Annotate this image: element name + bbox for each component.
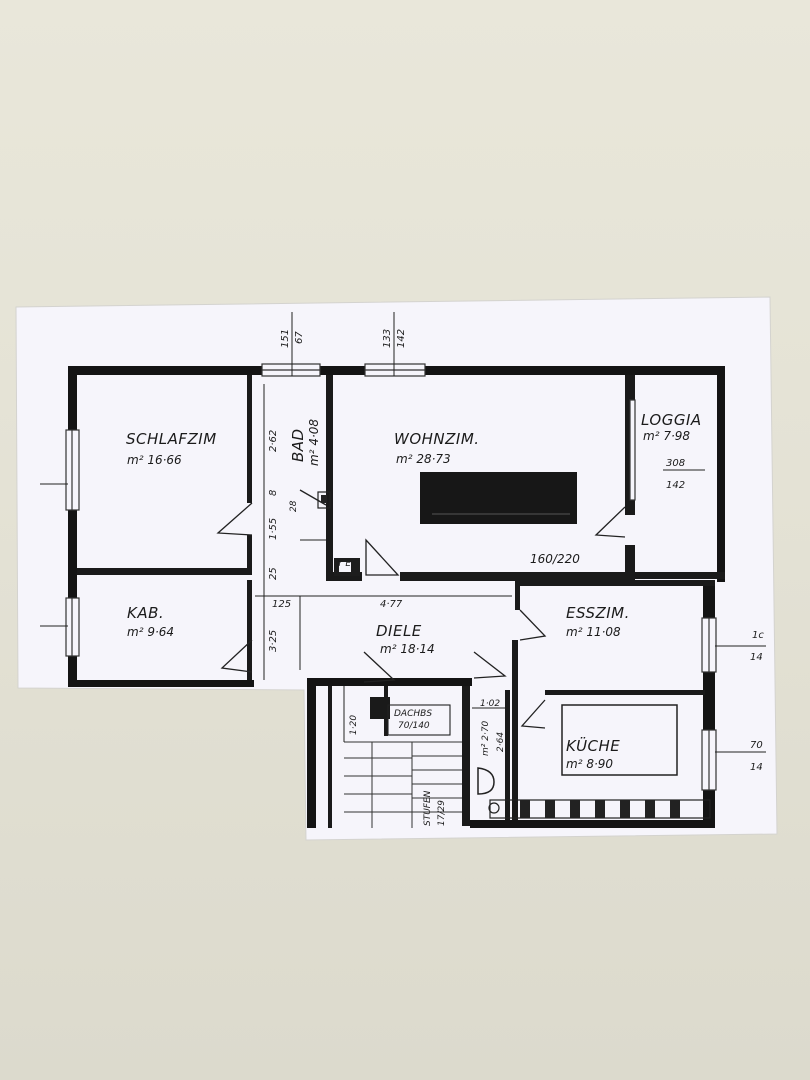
label-wohnzim: WOHNZIM. xyxy=(394,430,480,448)
dim-loggia-b: 142 xyxy=(666,480,685,491)
label-kueche: KÜCHE xyxy=(566,736,620,755)
dim-loggia-a: 308 xyxy=(666,458,685,469)
room-labels: SCHLAFZIM m² 16·66 BAD m² 4·08 WOHNZIM. … xyxy=(126,411,702,826)
size-stufen: 17/29 xyxy=(437,800,447,826)
label-diele: DIELE xyxy=(376,622,422,640)
dim-stair-w: 1·20 xyxy=(349,715,359,735)
dimension-texts: 151 67 133 142 308 142 160/220 2·62 8 1·… xyxy=(268,329,764,773)
dim-right-b2: 14 xyxy=(750,762,763,773)
dim-bad-b: 25 xyxy=(268,567,279,580)
dim-window-wohn: 160/220 xyxy=(530,552,580,566)
dim-small-28: 28 xyxy=(289,500,299,512)
area-kab: m² 9·64 xyxy=(127,625,174,639)
label-dachbs: DACHBS xyxy=(394,709,432,719)
dim-ye: Y E xyxy=(337,559,351,569)
label-stufen: STUFEN xyxy=(423,790,433,826)
dim-top-mid-b: 142 xyxy=(396,329,407,348)
dim-wc-h: 2·64 xyxy=(496,732,506,752)
dim-wc-area: m² 2·70 xyxy=(481,720,491,756)
dim-top-mid-a: 133 xyxy=(382,329,393,348)
dim-hall-125: 125 xyxy=(272,599,291,610)
dim-hall-325: 3·25 xyxy=(268,630,279,652)
dim-hall-477: 4·77 xyxy=(380,599,403,610)
area-loggia: m² 7·98 xyxy=(643,429,690,443)
label-bad: BAD xyxy=(289,428,307,462)
dim-top-left-b: 67 xyxy=(294,331,305,344)
dim-top-left-a: 151 xyxy=(280,329,291,348)
area-wohnzim: m² 28·73 xyxy=(396,452,451,466)
label-kab: KAB. xyxy=(127,604,164,622)
size-dachbs: 70/140 xyxy=(398,721,430,731)
area-esszim: m² 11·08 xyxy=(566,625,621,639)
area-diele: m² 18·14 xyxy=(380,642,435,656)
area-bad: m² 4·08 xyxy=(307,419,321,466)
dim-bad-h: 1·55 xyxy=(268,518,279,540)
dimension-lines xyxy=(40,312,766,753)
windows xyxy=(65,363,717,791)
label-esszim: ESSZIM. xyxy=(566,604,630,622)
dim-right-b1: 70 xyxy=(750,740,763,751)
dim-right-a1: 1c xyxy=(752,630,764,641)
dim-wc-w: 1·02 xyxy=(480,699,500,709)
doors xyxy=(216,489,626,729)
area-schlafzim: m² 16·66 xyxy=(127,453,182,467)
area-kueche: m² 8·90 xyxy=(566,757,613,771)
fixtures xyxy=(317,472,711,828)
dim-right-a2: 14 xyxy=(750,652,763,663)
dim-bad-s: 8 xyxy=(268,490,279,496)
furniture-block xyxy=(420,472,577,524)
label-loggia: LOGGIA xyxy=(641,411,702,429)
dim-bad-w: 2·62 xyxy=(268,430,279,452)
label-schlafzim: SCHLAFZIM xyxy=(126,430,217,448)
